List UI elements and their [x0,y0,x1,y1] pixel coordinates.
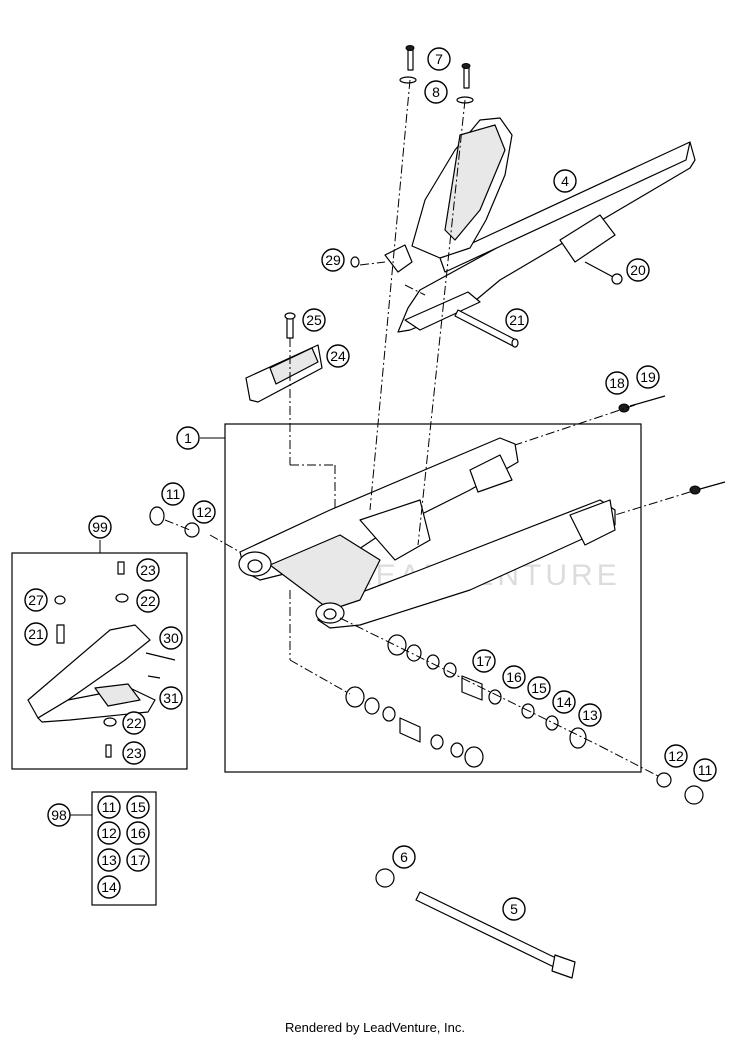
callout-7[interactable]: 7 [427,47,451,71]
bearing-stack-lower-row [345,686,484,768]
svg-text:20: 20 [630,262,646,278]
kit98-item-15[interactable]: 15 [126,795,150,819]
swingarm-axle-5 [415,891,576,979]
nut-6 [375,868,395,888]
callout-12-right[interactable]: 12 [664,744,688,768]
callout-4[interactable]: 4 [553,169,577,193]
svg-text:11: 11 [698,762,713,778]
screw-8 [456,63,474,104]
swingarm [238,437,616,629]
callout-27[interactable]: 27 [24,588,48,612]
svg-text:17: 17 [476,653,492,669]
callout-21-guide[interactable]: 21 [24,622,48,646]
chain-guard [384,117,696,333]
svg-text:25: 25 [306,312,322,328]
svg-text:18: 18 [609,375,625,391]
svg-text:14: 14 [101,879,117,895]
callout-12-left[interactable]: 12 [192,500,216,524]
svg-text:23: 23 [126,745,142,761]
kit98-item-11[interactable]: 11 [97,795,121,819]
svg-text:8: 8 [432,84,440,100]
svg-text:22: 22 [126,715,142,731]
svg-text:30: 30 [163,630,179,646]
svg-text:5: 5 [510,901,518,917]
svg-text:16: 16 [506,669,522,685]
svg-text:15: 15 [130,799,146,815]
svg-text:27: 27 [28,592,44,608]
callout-5[interactable]: 5 [502,897,526,921]
callout-20[interactable]: 20 [626,258,650,282]
callout-22-upper[interactable]: 22 [136,589,160,613]
callout-29[interactable]: 29 [321,248,345,272]
callout-22-lower[interactable]: 22 [122,711,146,735]
callout-16[interactable]: 16 [502,665,526,689]
bolt-19 [618,395,666,413]
bolt-20 [584,261,623,285]
svg-text:98: 98 [51,807,67,823]
svg-text:24: 24 [330,348,346,364]
callout-99[interactable]: 99 [88,515,112,539]
pin-21-upper [454,309,519,348]
svg-text:12: 12 [196,504,212,520]
callout-24[interactable]: 24 [326,344,350,368]
kit98-item-17[interactable]: 17 [126,848,150,872]
svg-text:23: 23 [140,562,156,578]
svg-text:21: 21 [28,626,44,642]
callout-23-lower[interactable]: 23 [122,741,146,765]
callout-25[interactable]: 25 [302,308,326,332]
callout-15[interactable]: 15 [527,676,551,700]
svg-text:22: 22 [140,593,156,609]
callout-8[interactable]: 8 [424,80,448,104]
svg-text:29: 29 [325,252,341,268]
washer-29 [350,256,360,268]
callout-19[interactable]: 19 [636,365,660,389]
callout-6[interactable]: 6 [392,845,416,869]
callout-31[interactable]: 31 [159,686,183,710]
callout-11-left[interactable]: 11 [161,482,185,506]
nut-washer-right [656,772,704,805]
svg-text:15: 15 [531,680,547,696]
axle-bolt-right [689,481,726,495]
callout-23-upper[interactable]: 23 [136,558,160,582]
svg-text:31: 31 [163,690,179,706]
screw-7 [399,45,417,84]
callout-21-upper[interactable]: 21 [505,308,529,332]
callout-17[interactable]: 17 [472,649,496,673]
kit98-item-13[interactable]: 13 [97,848,121,872]
bearing-stack-left [149,506,200,538]
callout-98[interactable]: 98 [47,803,71,827]
svg-text:14: 14 [556,694,572,710]
svg-text:17: 17 [130,852,146,868]
callout-14[interactable]: 14 [552,690,576,714]
kit98-item-14[interactable]: 14 [97,875,121,899]
svg-text:13: 13 [582,707,598,723]
svg-text:99: 99 [92,519,108,535]
svg-text:13: 13 [101,852,117,868]
svg-text:7: 7 [435,51,443,67]
svg-text:21: 21 [509,312,525,328]
callout-13[interactable]: 13 [578,703,602,727]
svg-text:16: 16 [130,825,146,841]
footer-credit: Rendered by LeadVenture, Inc. [285,1020,465,1035]
svg-text:4: 4 [561,173,569,189]
kit-98-frame [91,791,157,906]
callout-18[interactable]: 18 [605,371,629,395]
svg-text:11: 11 [102,799,117,815]
svg-text:6: 6 [400,849,408,865]
callout-30[interactable]: 30 [159,626,183,650]
svg-text:12: 12 [668,748,684,764]
callout-11-right[interactable]: 11 [693,758,717,782]
leader-lines [70,79,691,816]
kit98-item-12[interactable]: 12 [97,821,121,845]
swingarm-group-frame [224,423,642,773]
callout-1[interactable]: 1 [176,426,200,450]
svg-text:11: 11 [166,486,181,502]
svg-text:19: 19 [640,369,656,385]
chain-guide [27,561,176,758]
kit98-item-16[interactable]: 16 [126,821,150,845]
svg-text:1: 1 [184,430,192,446]
svg-text:12: 12 [101,825,117,841]
